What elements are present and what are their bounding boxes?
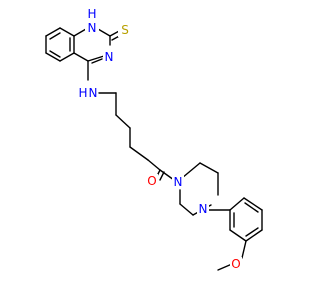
atom-n-amine: N xyxy=(89,86,98,100)
atom-labels: H N N S H N O N N O xyxy=(78,7,242,271)
label-mask xyxy=(172,175,184,189)
atom-o-methoxy: O xyxy=(231,257,240,271)
atom-n3: N xyxy=(105,50,114,64)
atom-n-piperazine-1: N xyxy=(174,175,183,189)
atom-h-amine: H xyxy=(78,86,87,100)
label-mask xyxy=(230,257,242,271)
atom-n-piperazine-4: N xyxy=(199,202,208,216)
methoxyphenyl-ring xyxy=(207,197,263,271)
label-mask xyxy=(103,50,115,64)
quinazoline-pyrimidine-ring xyxy=(73,28,124,81)
label-mask xyxy=(197,202,209,216)
atom-h-n1: H xyxy=(87,7,96,21)
atom-s: S xyxy=(121,23,129,37)
label-mask xyxy=(85,8,99,32)
label-mask xyxy=(118,23,130,37)
atom-o-carbonyl: O xyxy=(147,174,156,188)
atom-n1: N xyxy=(88,21,97,35)
quinazoline-benzene-ring xyxy=(45,27,75,62)
chemical-structure-diagram: H N N S H N O N N O xyxy=(45,7,263,271)
hexanoyl-chain xyxy=(98,92,175,181)
label-mask xyxy=(146,174,158,188)
label-mask xyxy=(80,85,98,99)
